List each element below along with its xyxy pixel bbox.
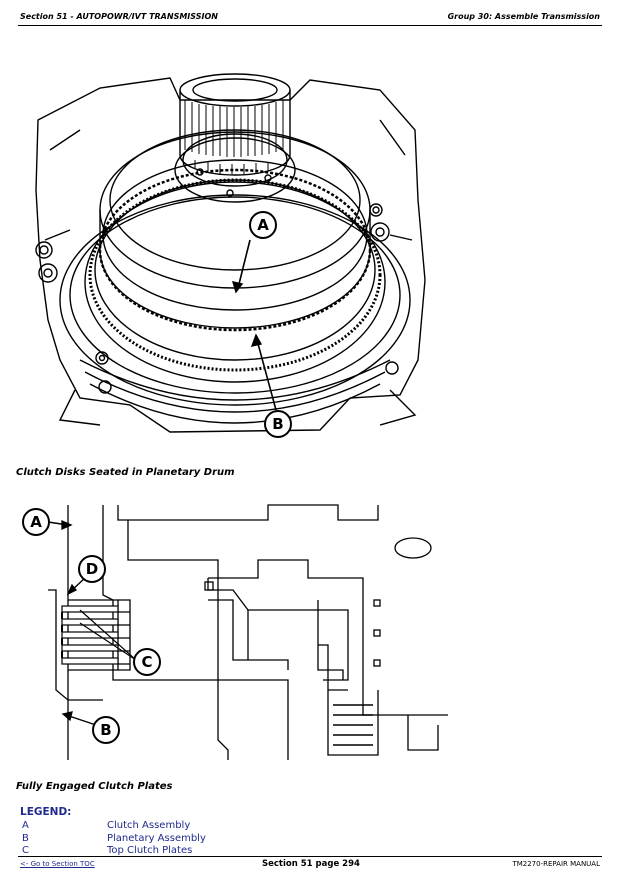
figure1-caption: Clutch Disks Seated in Planetary Drum — [16, 467, 235, 478]
callout-b-fig2: B — [92, 716, 120, 744]
legend-label: Top Clutch Plates — [107, 845, 193, 856]
legend-key: B — [22, 832, 29, 844]
legend-label: Planetary Assembly — [107, 832, 206, 844]
page-number: Section 51 page 294 — [262, 859, 360, 869]
header-group-title: Group 30: Assemble Transmission — [447, 12, 600, 21]
callout-a-fig1: A — [249, 211, 277, 239]
manual-id: TM2270-REPAIR MANUAL — [512, 860, 600, 868]
header-section-title: Section 51 - AUTOPOWR/IVT TRANSMISSION — [20, 12, 218, 21]
legend-item: A Clutch Assembly — [20, 820, 206, 833]
legend-title: LEGEND: — [20, 806, 72, 818]
callout-a-fig2: A — [22, 508, 50, 536]
callout-b-fig1: B — [264, 410, 292, 438]
legend-key: A — [22, 820, 29, 831]
callout-c-fig2: C — [133, 648, 161, 676]
figure2-caption: Fully Engaged Clutch Plates — [16, 781, 173, 792]
figure-clutch-section — [18, 500, 448, 765]
legend-label: Clutch Assembly — [107, 820, 191, 831]
legend-item: C Top Clutch Plates — [20, 845, 206, 858]
callout-d-fig2: D — [78, 555, 106, 583]
footer-rule — [18, 856, 602, 857]
legend-item: B Planetary Assembly — [20, 833, 206, 846]
legend: LEGEND: A Clutch Assembly B Planetary As… — [20, 806, 206, 858]
go-to-section-toc-link[interactable]: <- Go to Section TOC — [20, 860, 95, 868]
legend-key: C — [22, 845, 29, 856]
figure-planetary-drum — [20, 60, 440, 450]
header-rule — [18, 25, 602, 26]
